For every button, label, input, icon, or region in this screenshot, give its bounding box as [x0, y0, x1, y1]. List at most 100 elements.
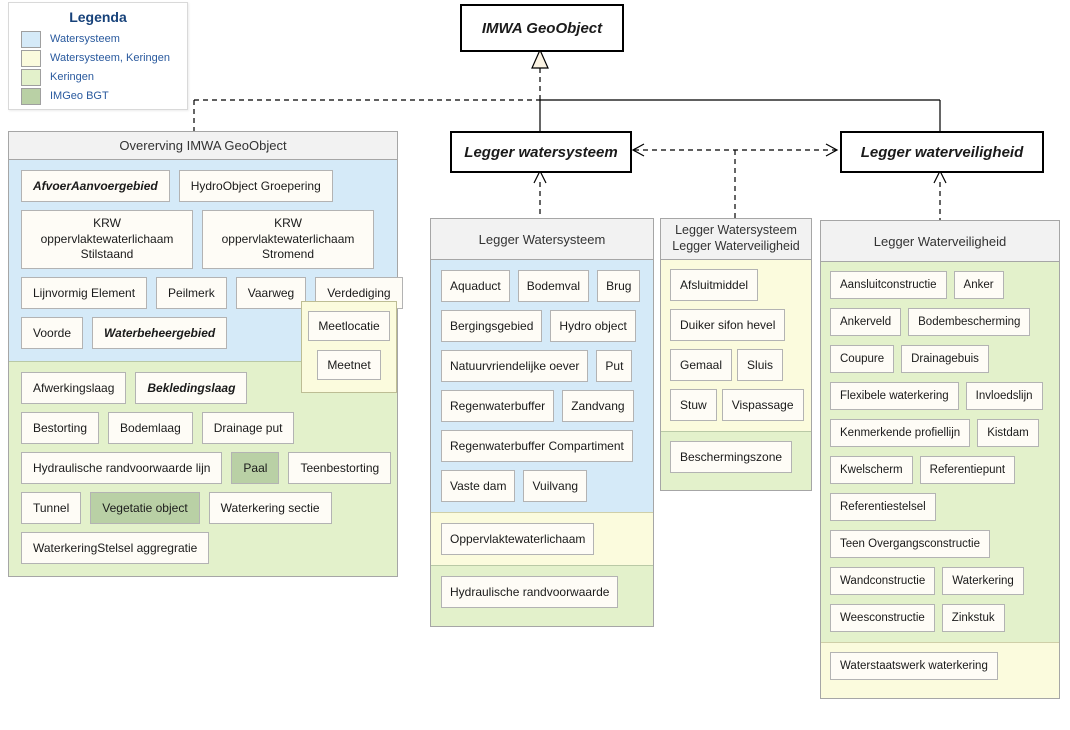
legend-item: Watersysteem	[21, 30, 187, 48]
node-vuilvang: Vuilvang	[523, 470, 588, 502]
legend-title: Legenda	[69, 9, 127, 25]
dependency-arrow-watersysteem	[533, 169, 547, 218]
container-overerving-header: Overerving IMWA GeoObject	[9, 132, 397, 160]
node-hydro-object: Hydro object	[550, 310, 636, 342]
node-krw-oppervlaktewaterlichaam-stromend: KRW oppervlaktewaterlichaam Stromend	[202, 210, 374, 269]
node-kistdam: Kistdam	[977, 419, 1039, 447]
node-bodembescherming: Bodembescherming	[908, 308, 1031, 336]
node-weesconstructie: Weesconstructie	[830, 604, 935, 632]
legend-item: Keringen	[21, 68, 187, 86]
node-bodemval: Bodemval	[517, 270, 590, 302]
legger-watersysteem-blue-section: Aquaduct Bodemval Brug Bergingsgebied Hy…	[431, 260, 653, 512]
legger-watersysteem-yellow-section: Oppervlaktewaterlichaam	[431, 512, 653, 565]
node-drainagebuis: Drainagebuis	[901, 345, 989, 373]
overerving-keringen-section: Afwerkingslaag Bekledingslaag Bestorting…	[9, 360, 397, 576]
node-vaarweg: Vaarweg	[235, 276, 307, 309]
node-flexibele-waterkering: Flexibele waterkering	[830, 382, 959, 410]
node-waterkering: Waterkering	[942, 567, 1024, 595]
generalization-lines-legger	[539, 99, 941, 131]
node-wandconstructie: Wandconstructie	[830, 567, 936, 595]
node-aansluitconstructie: Aansluitconstructie	[830, 271, 947, 299]
overerving-meet-panel: Meetlocatie Meetnet	[301, 301, 397, 393]
node-afvoeraanvoergebied: AfvoerAanvoergebied	[21, 170, 170, 202]
node-teen-overgangsconstructie: Teen Overgangsconstructie	[830, 530, 990, 558]
node-ankerveld: Ankerveld	[830, 308, 902, 336]
node-put: Put	[596, 350, 633, 382]
node-regenwaterbuffer: Regenwaterbuffer	[441, 390, 555, 422]
node-waterbeheergebied: Waterbeheergebied	[92, 316, 228, 349]
node-invloedslijn: Invloedslijn	[965, 382, 1043, 410]
both-green-section: Beschermingszone	[661, 431, 811, 490]
node-brug: Brug	[597, 270, 641, 302]
node-teenbestorting: Teenbestorting	[288, 451, 392, 484]
node-krw-oppervlaktewaterlichaam-stilstaand: KRW oppervlaktewaterlichaam Stilstaand	[21, 210, 193, 269]
container-legger-watersysteem-waterveiligheid: Legger Watersysteem Legger Waterveilighe…	[660, 218, 812, 491]
legend-items: Watersysteem Watersysteem, Keringen Keri…	[21, 30, 187, 105]
dependency-arrow-waterveiligheid	[933, 169, 947, 220]
class-imwa-geoobject: IMWA GeoObject	[460, 4, 624, 52]
node-kwelscherm: Kwelscherm	[830, 456, 913, 484]
class-legger-waterveiligheid: Legger waterveiligheid	[840, 131, 1044, 173]
legend-item: IMGeo BGT	[21, 87, 187, 105]
node-hydraulische-randvoorwaarde: Hydraulische randvoorwaarde	[441, 576, 619, 608]
node-waterkering-sectie: Waterkering sectie	[208, 491, 332, 524]
node-drainage-put: Drainage put	[201, 411, 295, 444]
legend-swatch-watersysteem-keringen-icon	[21, 49, 41, 67]
node-waterstaatswerk-waterkering: Waterstaatswerk waterkering	[830, 652, 998, 680]
node-oppervlaktewaterlichaam: Oppervlaktewaterlichaam	[441, 523, 595, 555]
overerving-watersysteem-section: AfvoerAanvoergebied HydroObject Groeperi…	[9, 160, 403, 361]
node-meetnet: Meetnet	[317, 350, 381, 380]
container-legger-watersysteem-header: Legger Watersysteem	[431, 219, 653, 260]
container-legger-waterveiligheid-header: Legger Waterveiligheid	[821, 221, 1059, 262]
node-zandvang: Zandvang	[562, 390, 634, 422]
node-paal: Paal	[231, 451, 280, 484]
node-waterkeringstelsel-aggregratie: WaterkeringStelsel aggregratie	[21, 531, 210, 564]
node-duiker-sifon-hevel: Duiker sifon hevel	[670, 309, 786, 341]
waterveiligheid-yellow-section: Waterstaatswerk waterkering	[821, 642, 1059, 698]
node-bergingsgebied: Bergingsgebied	[441, 310, 543, 342]
legend-swatch-imgeo-bgt-icon	[21, 87, 41, 105]
legend-swatch-watersysteem-icon	[21, 30, 41, 48]
node-stuw: Stuw	[670, 389, 717, 421]
node-gemaal: Gemaal	[670, 349, 733, 381]
node-aquaduct: Aquaduct	[441, 270, 510, 302]
node-tunnel: Tunnel	[21, 491, 82, 524]
node-vaste-dam: Vaste dam	[441, 470, 516, 502]
legend-label: Watersysteem	[50, 33, 120, 45]
node-hydroobject-groepering: HydroObject Groepering	[178, 170, 333, 202]
node-lijnvormig-element: Lijnvormig Element	[21, 276, 148, 309]
node-bodemlaag: Bodemlaag	[108, 411, 193, 444]
legend: Legenda Watersysteem Watersysteem, Kerin…	[8, 2, 188, 110]
legend-label: IMGeo BGT	[50, 90, 109, 102]
node-bestorting: Bestorting	[21, 411, 100, 444]
container-both-header: Legger Watersysteem Legger Waterveilighe…	[661, 219, 811, 260]
node-anker: Anker	[953, 271, 1004, 299]
node-referentiestelsel: Referentiestelsel	[830, 493, 936, 521]
container-both-header-line1: Legger Watersysteem	[675, 223, 797, 238]
legend-item: Watersysteem, Keringen	[21, 49, 187, 67]
node-meetlocatie: Meetlocatie	[308, 311, 390, 341]
container-both-header-line2: Legger Waterveiligheid	[672, 239, 800, 253]
node-beschermingszone: Beschermingszone	[670, 441, 793, 473]
node-afwerkingslaag: Afwerkingslaag	[21, 371, 127, 404]
node-vegetatie-object: Vegetatie object	[90, 491, 200, 524]
container-legger-waterveiligheid: Legger Waterveiligheid Aansluitconstruct…	[820, 220, 1060, 699]
node-zinkstuk: Zinkstuk	[941, 604, 1005, 632]
class-legger-watersysteem: Legger watersysteem	[450, 131, 632, 173]
node-bekledingslaag: Bekledingslaag	[135, 371, 248, 404]
dependency-arrow-between-leggers	[631, 143, 839, 218]
node-regenwaterbuffer-compartiment: Regenwaterbuffer Compartiment	[441, 430, 633, 462]
node-afsluitmiddel: Afsluitmiddel	[670, 269, 759, 301]
container-legger-watersysteem: Legger Watersysteem Aquaduct Bodemval Br…	[430, 218, 654, 627]
realization-line-overerving	[193, 99, 540, 131]
node-sluis: Sluis	[737, 349, 784, 381]
legend-swatch-keringen-icon	[21, 68, 41, 86]
node-voorde: Voorde	[21, 316, 84, 349]
node-hydraulische-randvoorwaarde-lijn: Hydraulische randvoorwaarde lijn	[21, 451, 223, 484]
node-peilmerk: Peilmerk	[156, 276, 227, 309]
node-kenmerkende-profiellijn: Kenmerkende profiellijn	[830, 419, 971, 447]
container-overerving: Overerving IMWA GeoObject AfvoerAanvoerg…	[8, 131, 403, 577]
node-natuurvriendelijke-oever: Natuurvriendelijke oever	[441, 350, 589, 382]
legend-label: Keringen	[50, 71, 95, 83]
